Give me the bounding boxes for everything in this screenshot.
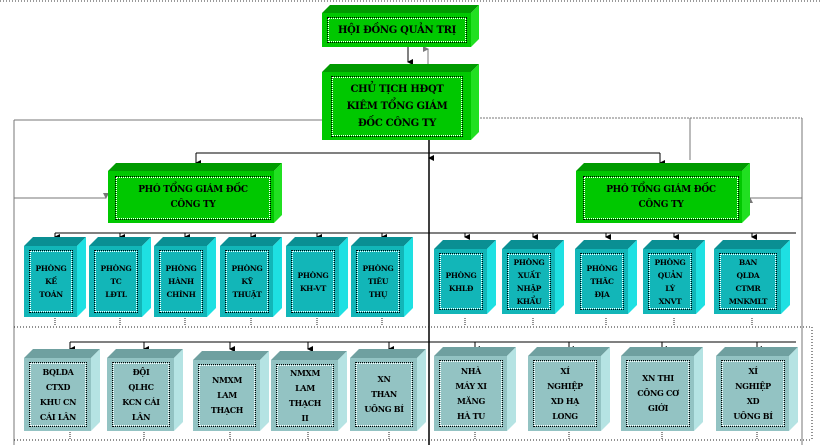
- node-department-label: PHÒNG QUẢN LÝ XNVT: [654, 257, 686, 306]
- node-deputy-left[interactable]: PHÓ TỔNG GIÁM ĐỐC CÔNG TY: [108, 163, 282, 223]
- node-unit-label: ĐỘI QLHC KCN CÁI LÂN: [122, 366, 160, 422]
- node-department-label: PHÒNG KẾ TOÁN: [35, 264, 67, 299]
- node-unit-label: XN THAN UÔNG BÍ: [364, 374, 404, 414]
- node-department[interactable]: PHÒNG XUẤT NHẬP KHẨU: [502, 240, 564, 314]
- node-unit-label: BQLDA CTXD KHU CN CÁI LÂN: [39, 366, 77, 422]
- node-unit[interactable]: ĐỘI QLHC KCN CÁI LÂN: [107, 349, 183, 431]
- node-department[interactable]: PHÒNG KỸ THUẬT: [220, 237, 282, 317]
- node-deputy-left-label: PHÓ TỔNG GIÁM ĐỐC CÔNG TY: [138, 185, 248, 210]
- node-deputy-right[interactable]: PHÓ TỔNG GIÁM ĐỐC CÔNG TY: [576, 163, 750, 223]
- node-unit-label: XÍ NGHIỆP XD UÔNG BÍ: [733, 365, 773, 421]
- node-department[interactable]: PHÒNG KẾ TOÁN: [24, 237, 86, 317]
- node-unit[interactable]: NMXM LAM THẠCH II: [271, 351, 347, 431]
- node-department-label: PHÒNG KHLĐ: [445, 270, 477, 293]
- node-unit-label: XN THI CÔNG CƠ GIỚI: [637, 373, 679, 413]
- node-board[interactable]: HỘI ĐỒNG QUẢN TRỊ: [322, 5, 479, 47]
- node-department[interactable]: PHÒNG TIÊU THỤ: [351, 237, 413, 317]
- node-department[interactable]: PHÒNG TC LĐTL: [89, 237, 151, 317]
- node-ceo-label: CHỦ TỊCH HĐQT KIÊM TỔNG GIÁM ĐỐC CÔNG TY: [346, 84, 448, 129]
- node-ceo[interactable]: CHỦ TỊCH HĐQT KIÊM TỔNG GIÁM ĐỐC CÔNG TY: [322, 64, 479, 140]
- node-department-label: PHÒNG HÀNH CHÍNH: [165, 264, 197, 299]
- node-department[interactable]: PHÒNG QUẢN LÝ XNVT: [643, 240, 705, 314]
- node-unit[interactable]: NHÀ MÁY XI MĂNG HÀ TU: [434, 347, 516, 431]
- node-department-label: PHÒNG XUẤT NHẬP KHẨU: [513, 257, 545, 306]
- node-unit-label: NHÀ MÁY XI MĂNG HÀ TU: [455, 365, 487, 421]
- node-department-label: PHÒNG KỸ THUẬT: [231, 264, 263, 299]
- node-department-label: BAN QLDA CTMR MNKMLT: [728, 257, 768, 306]
- node-unit[interactable]: XN THI CÔNG CƠ GIỚI: [621, 347, 703, 431]
- node-department[interactable]: PHÒNG THĂC ĐỊA: [575, 240, 637, 314]
- node-department-label: PHÒNG TC LĐTL: [100, 264, 132, 299]
- node-unit[interactable]: XÍ NGHIỆP XD UÔNG BÍ: [716, 347, 798, 431]
- node-department-label: PHÒNG TIÊU THỤ: [362, 264, 394, 299]
- node-unit[interactable]: NMXM LAM THẠCH: [193, 351, 269, 431]
- node-department-label: PHÒNG THĂC ĐỊA: [586, 264, 618, 299]
- node-unit-label: NMXM LAM THẠCH II: [288, 367, 322, 423]
- node-department[interactable]: PHÒNG KHLĐ: [434, 240, 496, 314]
- node-department[interactable]: PHÒNG KH-VT: [286, 237, 348, 317]
- node-deputy-right-label: PHÓ TỔNG GIÁM ĐỐC CÔNG TY: [606, 185, 716, 210]
- node-unit-label: NMXM LAM THẠCH: [210, 375, 244, 415]
- node-unit[interactable]: XÍ NGHIỆP XD HẠ LONG: [528, 347, 610, 431]
- node-department-label: PHÒNG KH-VT: [297, 270, 329, 293]
- node-unit-label: XÍ NGHIỆP XD HẠ LONG: [547, 365, 583, 421]
- node-unit[interactable]: BQLDA CTXD KHU CN CÁI LÂN: [24, 349, 100, 431]
- node-unit[interactable]: XN THAN UÔNG BÍ: [350, 349, 426, 431]
- node-department[interactable]: PHÒNG HÀNH CHÍNH: [154, 237, 216, 317]
- node-board-label: HỘI ĐỒNG QUẢN TRỊ: [337, 24, 457, 36]
- node-department[interactable]: BAN QLDA CTMR MNKMLT: [714, 240, 790, 314]
